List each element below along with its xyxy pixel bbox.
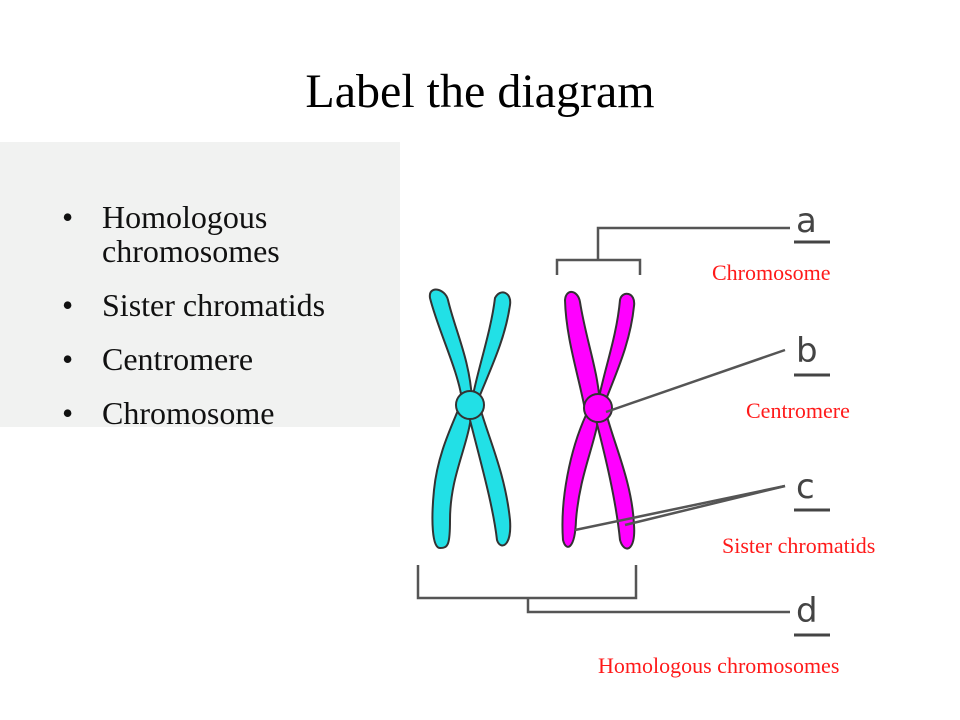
letter-labels: a b c d: [796, 201, 818, 631]
letter-underlines: [794, 240, 830, 637]
line-a-stem: [596, 226, 790, 260]
letter-c: c: [796, 467, 815, 507]
label-homologous-chromosomes: Homologous chromosomes: [598, 653, 840, 678]
left-chromosome: [428, 288, 512, 550]
bullet-icon: •: [62, 395, 74, 431]
line-c-2: [624, 484, 786, 527]
label-sister-chromatids: Sister chromatids: [722, 533, 876, 558]
bullet-item: • Chromosome: [62, 396, 402, 430]
slide-title: Label the diagram: [305, 65, 655, 118]
letter-a: a: [796, 201, 817, 241]
line-a: [555, 258, 642, 275]
bullet-text: Homologous chromosomes: [102, 199, 280, 269]
chromosome-diagram: a b c d: [396, 150, 960, 690]
line-d-stem: [526, 598, 790, 614]
bullet-icon: •: [62, 287, 74, 323]
bullet-text: Centromere: [102, 341, 254, 377]
bullet-item: • Sister chromatids: [62, 288, 402, 322]
bullet-text: Sister chromatids: [102, 287, 326, 323]
line-d: [416, 565, 638, 600]
label-centromere: Centromere: [746, 398, 850, 423]
letter-d: d: [796, 591, 818, 631]
label-lines: [416, 226, 790, 614]
line-b: [605, 348, 786, 414]
left-centromere: [455, 390, 485, 420]
left-chromatid-2: [468, 291, 512, 547]
bullet-icon: •: [62, 199, 74, 235]
right-centromere: [583, 393, 613, 423]
diagram-svg: a b c d: [416, 201, 830, 637]
bullet-text: Chromosome: [102, 395, 275, 431]
bullet-list: • Homologous chromosomes • Sister chromati…: [62, 200, 402, 450]
bullet-item: • Centromere: [62, 342, 402, 376]
letter-b: b: [796, 331, 818, 371]
faint-background-panel: [0, 142, 400, 427]
label-chromosome: Chromosome: [712, 260, 831, 285]
right-chromosome: [561, 291, 636, 550]
bullet-icon: •: [62, 341, 74, 377]
bullet-item: • Homologous chromosomes: [62, 200, 402, 268]
